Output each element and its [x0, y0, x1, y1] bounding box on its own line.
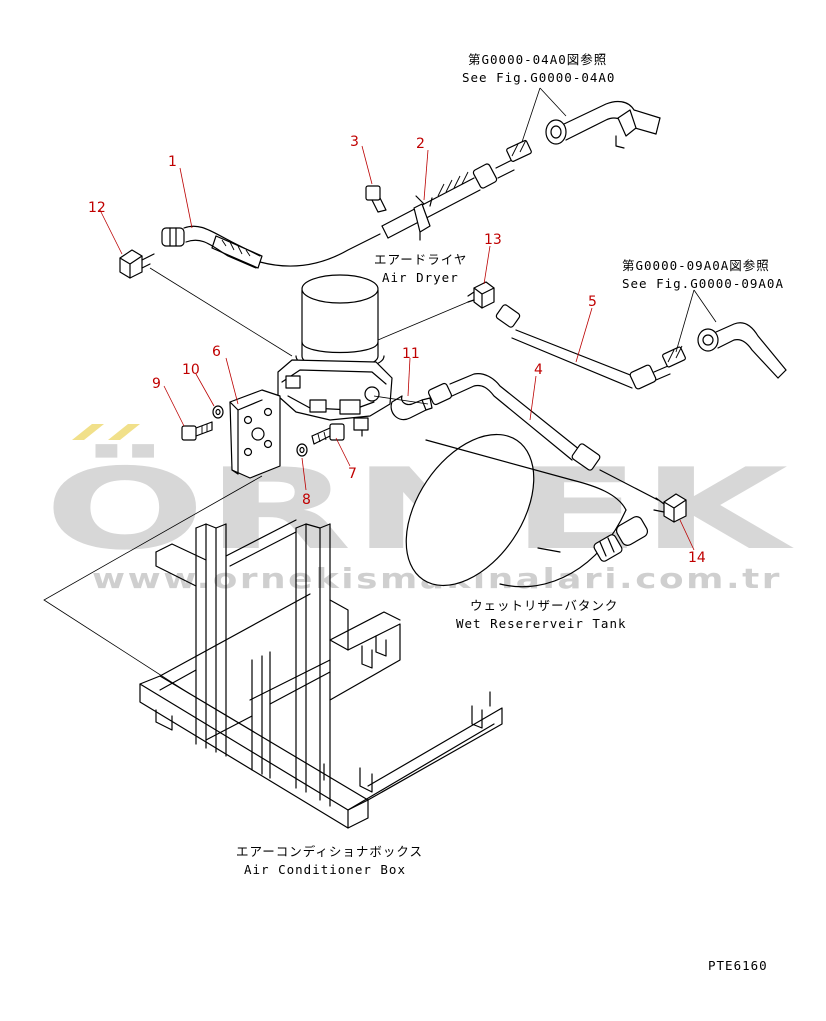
washer-8: [296, 443, 308, 457]
callout-1: 1: [168, 154, 177, 170]
callout-2: 2: [416, 136, 425, 152]
reference-pipe-top: [506, 100, 661, 162]
callout-14: 14: [688, 550, 706, 566]
callout-4: 4: [534, 362, 543, 378]
callout-8: 8: [302, 492, 311, 508]
air-dryer-jp: エアードライヤ: [374, 252, 467, 267]
callout-6: 6: [212, 344, 221, 360]
bolt-9: [181, 421, 213, 441]
ref-top-en: See Fig.G0000-04A0: [462, 70, 615, 85]
clamp-and-tube-2: [381, 159, 515, 241]
ac-box-en: Air Conditioner Box: [244, 862, 406, 877]
labels: 第G0000-04A0図参照 See Fig.G0000-04A0 第G0000…: [236, 52, 784, 973]
callout-10: 10: [182, 362, 200, 378]
fitting-14: [653, 493, 687, 523]
ref-top-jp: 第G0000-04A0図参照: [468, 52, 607, 67]
tank-en: Wet Resererveir Tank: [456, 616, 627, 631]
air-dryer-en: Air Dryer: [382, 270, 459, 285]
callout-11: 11: [402, 346, 420, 362]
callout-13: 13: [484, 232, 502, 248]
assembly-lines: [43, 87, 717, 695]
bracket-6: [229, 389, 281, 479]
callout-3: 3: [350, 134, 359, 150]
tank-jp: ウェットリザーバタンク: [470, 598, 618, 613]
pipe-5: [495, 304, 671, 390]
bolt-3: [365, 185, 387, 213]
washer-10: [212, 405, 224, 419]
watermark-accent-mark: [108, 424, 140, 440]
ref-right-jp: 第G0000-09A0A図参照: [622, 258, 770, 273]
bolt-7: [311, 423, 345, 445]
reference-pipe-right: [662, 322, 787, 379]
ref-right-en: See Fig.G0000-09A0A: [622, 276, 784, 291]
hose-1: [161, 225, 381, 269]
watermark-accent-mark: [72, 424, 104, 440]
figure-code: PTE6160: [708, 958, 768, 973]
callout-5: 5: [588, 294, 597, 310]
ac-box-jp: エアーコンディショナボックス: [236, 844, 423, 859]
pipe-4: [427, 373, 659, 501]
fitting-12: [119, 249, 155, 279]
fitting-13: [467, 281, 495, 309]
wet-reservoir-tank: [405, 433, 649, 588]
callout-7: 7: [348, 466, 357, 482]
callouts: 1 2 3 4 5 6 7 8 9 10 11 12 13 14: [88, 134, 706, 566]
callout-12: 12: [88, 200, 106, 216]
callout-9: 9: [152, 376, 161, 392]
callout-leaders: [99, 145, 695, 551]
air-conditioner-box: [139, 519, 503, 829]
air-dryer: [277, 274, 393, 437]
